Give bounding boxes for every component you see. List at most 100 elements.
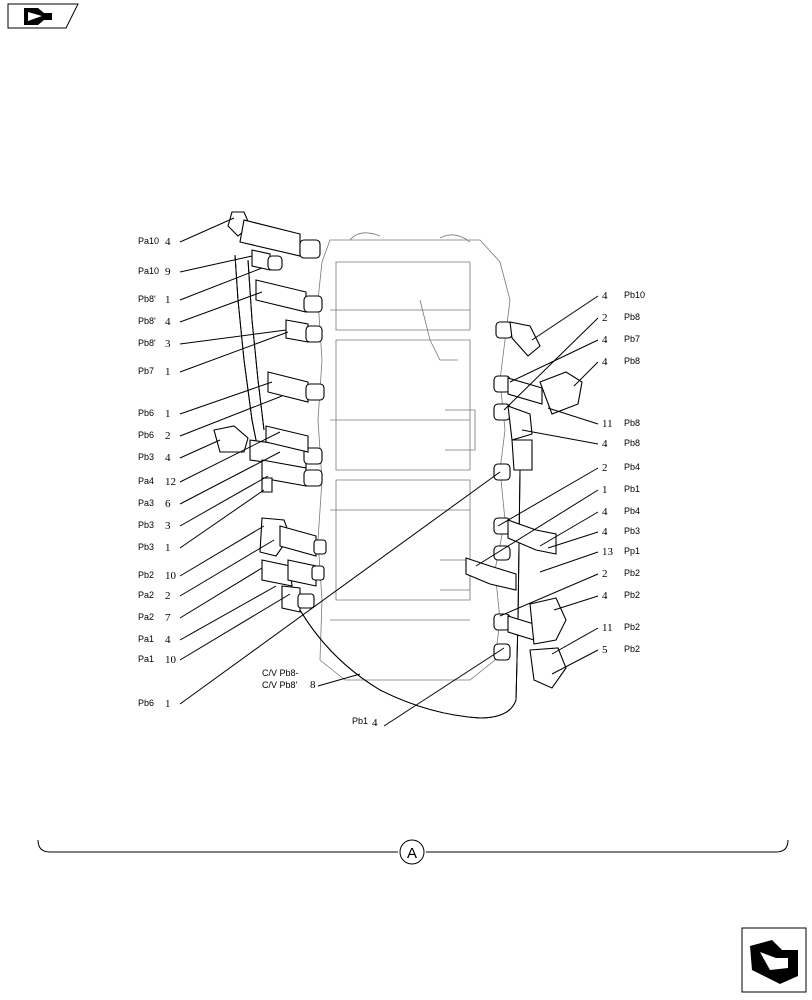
leaders-right bbox=[475, 295, 599, 675]
right-label-number: 13 bbox=[602, 546, 614, 558]
fitting bbox=[493, 403, 533, 471]
right-label: 4 Pb8 bbox=[602, 356, 640, 368]
right-label-code: Pb2 bbox=[624, 622, 640, 632]
left-label-number: 6 bbox=[165, 498, 171, 510]
right-label-number: 5 bbox=[602, 644, 608, 656]
left-label-number: 10 bbox=[165, 654, 177, 666]
right-label-number: 2 bbox=[602, 312, 608, 324]
right-label-number: 4 bbox=[602, 526, 608, 538]
right-label-code: Pb8 bbox=[624, 418, 640, 428]
fitting bbox=[493, 463, 511, 481]
fitting bbox=[493, 597, 567, 645]
fitting bbox=[261, 559, 325, 613]
right-label: 4 Pb4 bbox=[602, 506, 640, 518]
fitting bbox=[493, 643, 567, 689]
left-label-code: Pb2 bbox=[138, 570, 154, 580]
left-label: Pb8'4 bbox=[138, 316, 171, 328]
fittings-right bbox=[465, 321, 583, 689]
right-label-number: 11 bbox=[602, 622, 613, 634]
fitting bbox=[493, 517, 557, 555]
fitting bbox=[465, 545, 517, 591]
leaders-left bbox=[179, 217, 501, 705]
right-label: 4 Pb3 bbox=[602, 526, 640, 538]
left-label-number: 3 bbox=[165, 520, 171, 532]
fitting bbox=[227, 211, 321, 259]
right-label-number: 4 bbox=[602, 356, 608, 368]
cv-label-number: 8 bbox=[310, 679, 316, 691]
fitting bbox=[251, 249, 283, 271]
right-label-number: 4 bbox=[602, 590, 608, 602]
left-label-code: Pb3 bbox=[138, 542, 154, 552]
left-label-code: Pa2 bbox=[138, 612, 154, 622]
left-label-number: 2 bbox=[165, 590, 171, 602]
right-label-number: 4 bbox=[602, 506, 608, 518]
left-label-number: 4 bbox=[165, 316, 171, 328]
left-label: Pb8'1 bbox=[138, 294, 171, 306]
fittings-left bbox=[213, 211, 327, 613]
right-label-code: Pb2 bbox=[624, 590, 640, 600]
right-label-number: 4 bbox=[602, 334, 608, 346]
right-label-code: Pb8 bbox=[624, 312, 640, 322]
right-label: 11 Pb2 bbox=[602, 622, 640, 634]
right-label-number: 4 bbox=[602, 438, 608, 450]
left-label-code: Pb8' bbox=[138, 338, 156, 348]
left-label-number: 10 bbox=[165, 570, 177, 582]
right-label-code: Pb8 bbox=[624, 438, 640, 448]
left-label-number: 2 bbox=[165, 430, 171, 442]
left-label-code: Pa2 bbox=[138, 590, 154, 600]
right-label-code: Pb10 bbox=[624, 290, 645, 300]
right-label-code: Pb7 bbox=[624, 334, 640, 344]
right-label-number: 1 bbox=[602, 484, 608, 496]
left-label-code: Pb3 bbox=[138, 452, 154, 462]
right-label-code: Pp1 bbox=[624, 546, 640, 556]
left-label-code: Pb7 bbox=[138, 366, 154, 376]
leader-pb1 bbox=[383, 647, 505, 727]
leader-cv bbox=[317, 673, 361, 687]
left-label-number: 9 bbox=[165, 266, 171, 278]
right-label: 4 Pb2 bbox=[602, 590, 640, 602]
right-label-number: 4 bbox=[602, 290, 608, 302]
left-label: Pb8'3 bbox=[138, 338, 171, 350]
right-label-code: Pb4 bbox=[624, 462, 640, 472]
right-label: 13 Pp1 bbox=[602, 546, 640, 558]
left-label: Pa2 2 bbox=[138, 590, 171, 602]
left-label-code: Pa1 bbox=[138, 634, 154, 644]
callout-letter: A bbox=[407, 845, 417, 862]
right-label: 4 Pb7 bbox=[602, 334, 640, 346]
pb1-label-number: 4 bbox=[372, 717, 378, 729]
right-label: 5 Pb2 bbox=[602, 644, 640, 656]
left-label-code: Pb6 bbox=[138, 430, 154, 440]
left-label-number: 4 bbox=[165, 634, 171, 646]
left-label-code: Pb8' bbox=[138, 294, 156, 304]
cv-label-line1: C/V Pb8- bbox=[262, 668, 299, 678]
left-label-number: 12 bbox=[165, 476, 176, 488]
fitting bbox=[285, 319, 323, 343]
next-arrow-icon[interactable] bbox=[741, 927, 807, 993]
left-label: Pb2 10 bbox=[138, 570, 177, 582]
fitting bbox=[255, 279, 323, 313]
right-label-code: Pb2 bbox=[624, 644, 640, 654]
right-label-code: Pb4 bbox=[624, 506, 640, 516]
right-label-number: 11 bbox=[602, 418, 613, 430]
back-arrow-icon[interactable] bbox=[7, 3, 79, 29]
right-label-code: Pb3 bbox=[624, 526, 640, 536]
right-label-code: Pb8 bbox=[624, 356, 640, 366]
left-label: Pa1 4 bbox=[138, 634, 171, 646]
bracket-a: A bbox=[37, 839, 789, 865]
fitting bbox=[495, 321, 541, 357]
